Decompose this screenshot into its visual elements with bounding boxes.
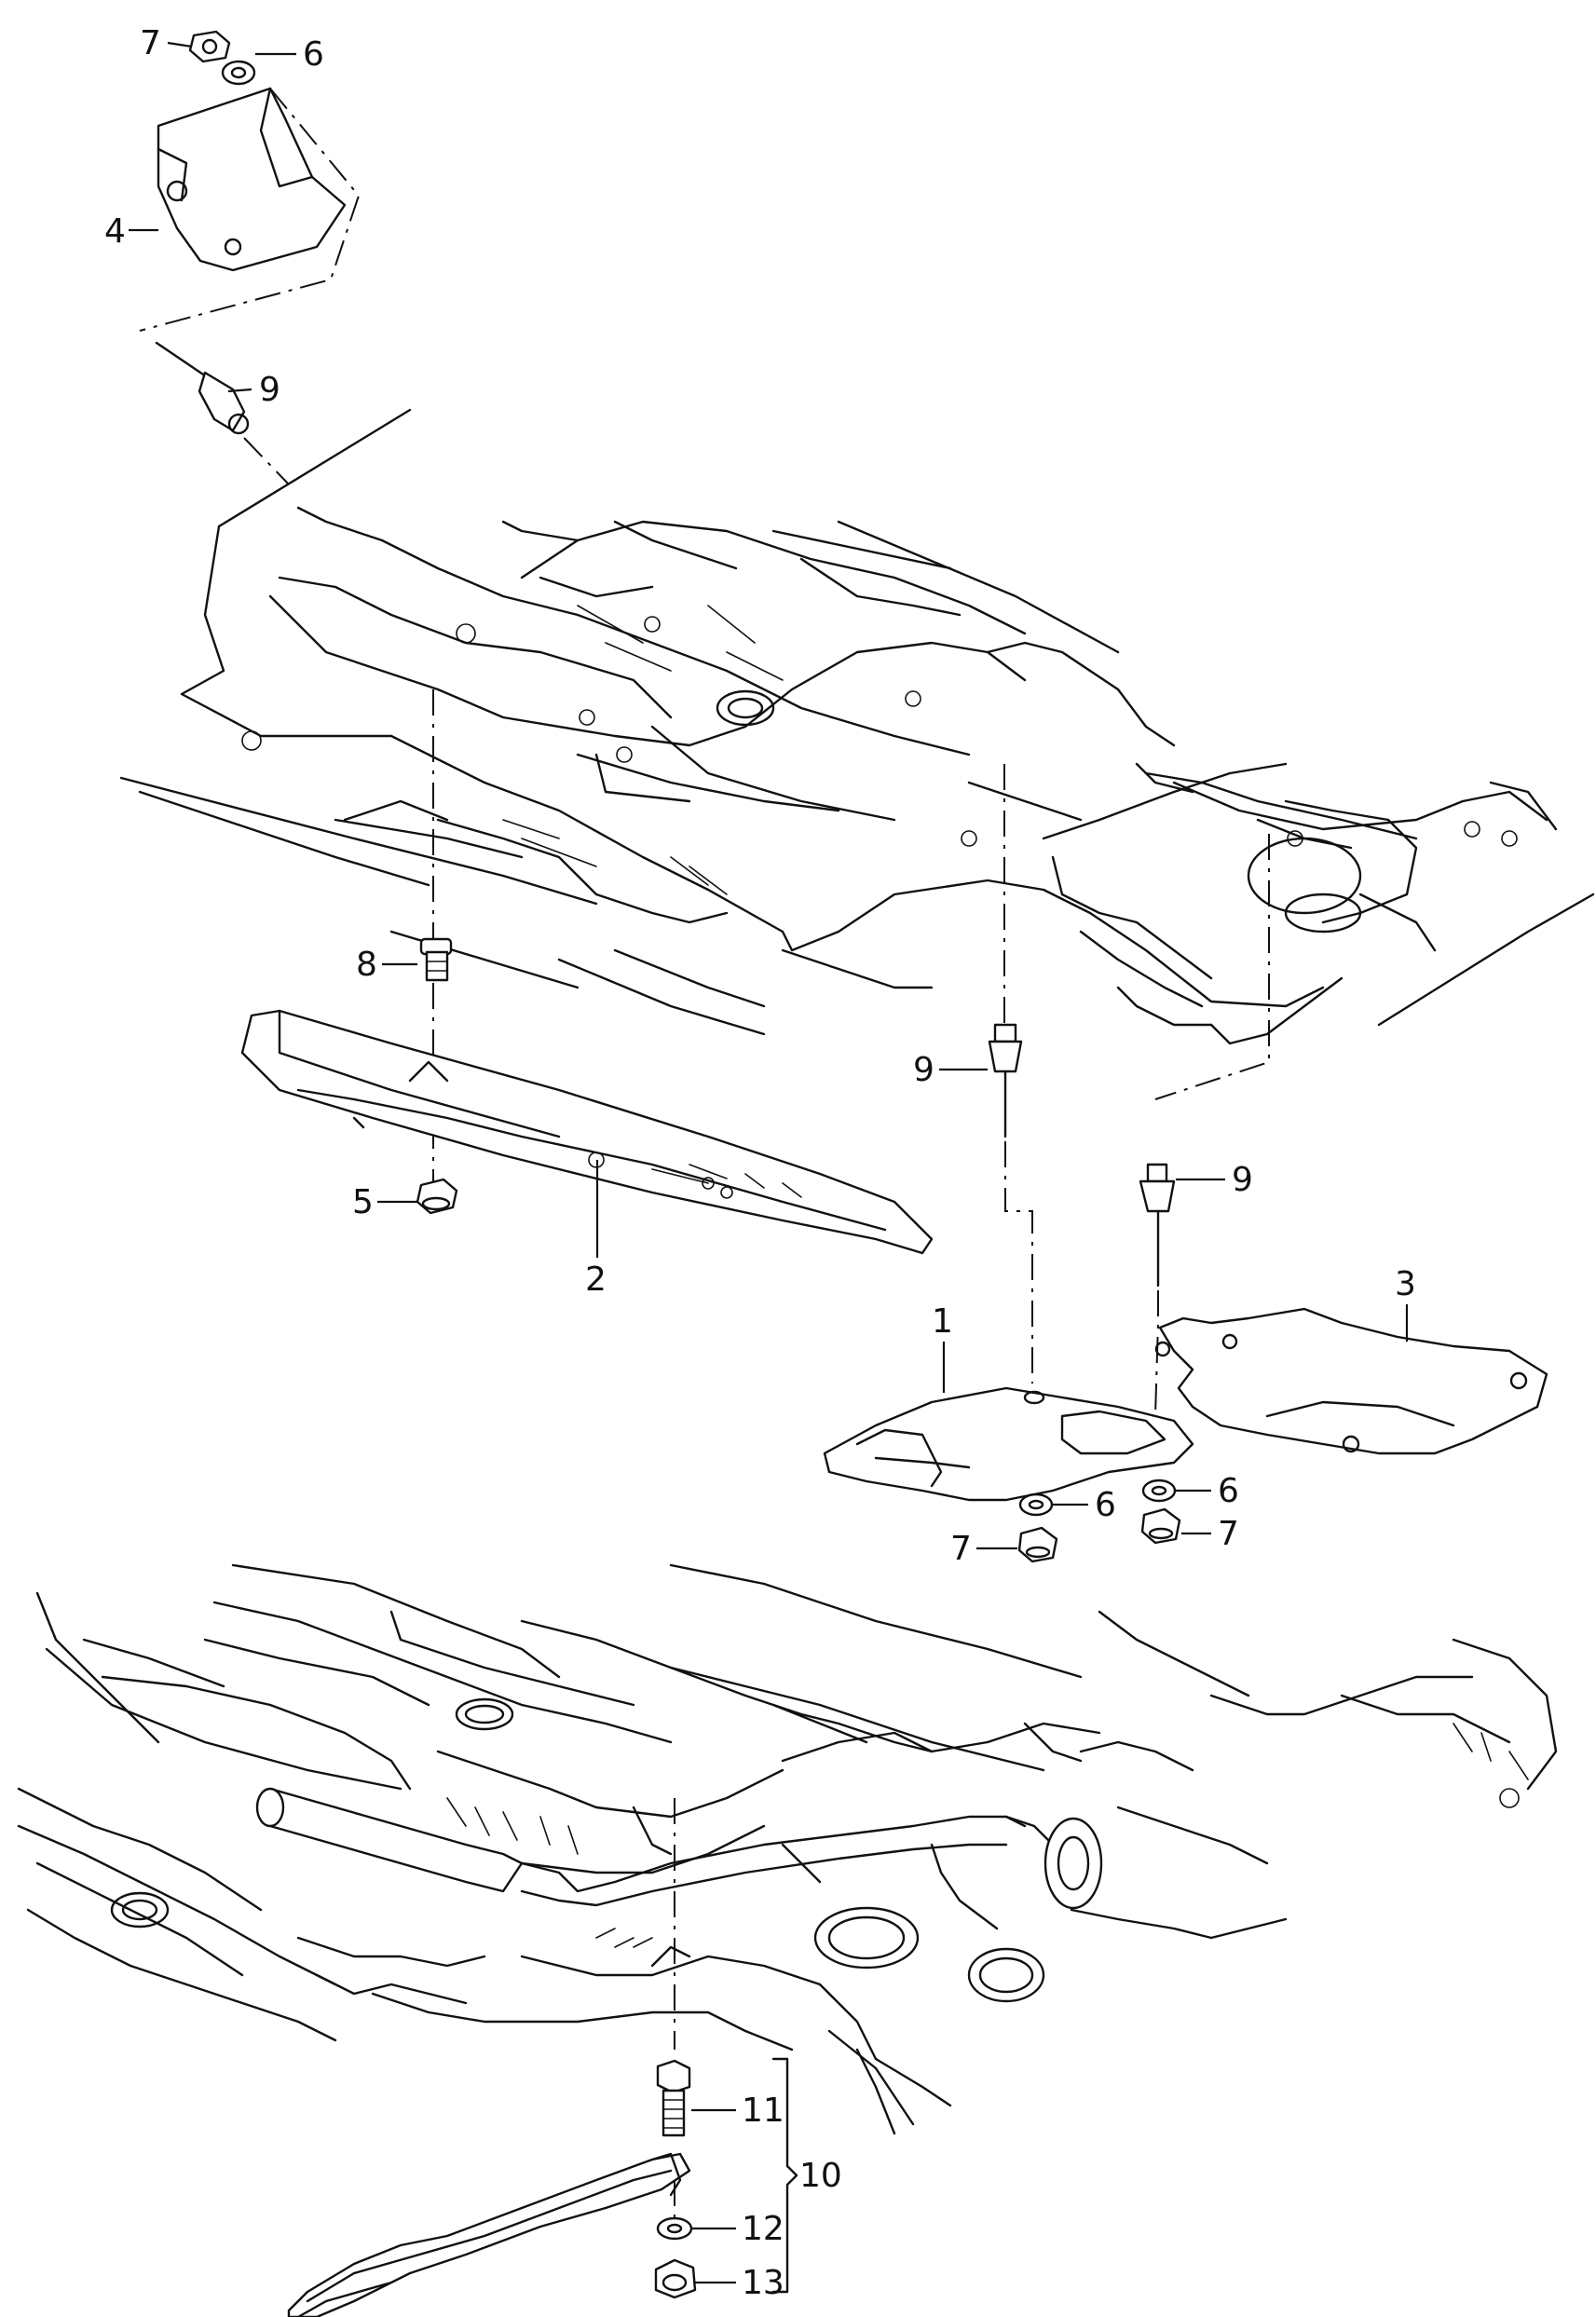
nut-7-top [188,30,231,63]
callout-2: 2 [585,1261,607,1299]
stud-9-right [1139,1163,1176,1288]
callout-4: 4 [104,212,126,251]
callout-7-right: 7 [1218,1515,1239,1553]
callout-12: 12 [742,2210,784,2248]
bolt-8 [419,937,453,982]
nut-5 [416,1178,458,1215]
washer-12 [656,2216,693,2241]
nut-7-right [1140,1507,1181,1545]
callout-3: 3 [1395,1265,1416,1303]
callout-6-top: 6 [303,35,324,74]
callout-9-top: 9 [259,371,280,409]
nut-7-center [1017,1526,1058,1563]
cross-member-bracket [287,2152,691,2317]
callout-7-center: 7 [950,1530,972,1568]
bolt-11 [656,2059,691,2137]
callout-6-center: 6 [1095,1486,1116,1524]
nut-13 [654,2258,697,2299]
heat-shield-long [240,1009,934,1255]
callout-11: 11 [742,2092,784,2130]
heat-shield-1 [823,1386,1194,1502]
callout-7-top: 7 [140,24,161,62]
callout-5: 5 [352,1183,374,1221]
washer-6-center [1018,1492,1054,1517]
washer-6-top [221,60,256,86]
stud-9-top [155,341,250,435]
heat-shield-small [157,87,347,272]
stud-9-center [988,1023,1023,1138]
callout-10: 10 [799,2157,842,2195]
callout-8: 8 [356,946,377,984]
callout-9-right: 9 [1232,1161,1253,1199]
vehicle-underbody-lower [17,1563,1558,2135]
callout-13: 13 [742,2264,784,2302]
washer-6-right [1141,1479,1177,1503]
callout-6-right: 6 [1218,1472,1239,1510]
vehicle-underbody-middle [119,408,1595,1045]
heat-shield-3 [1154,1307,1548,1455]
callout-9-center: 9 [913,1051,934,1089]
callout-1: 1 [932,1302,953,1341]
